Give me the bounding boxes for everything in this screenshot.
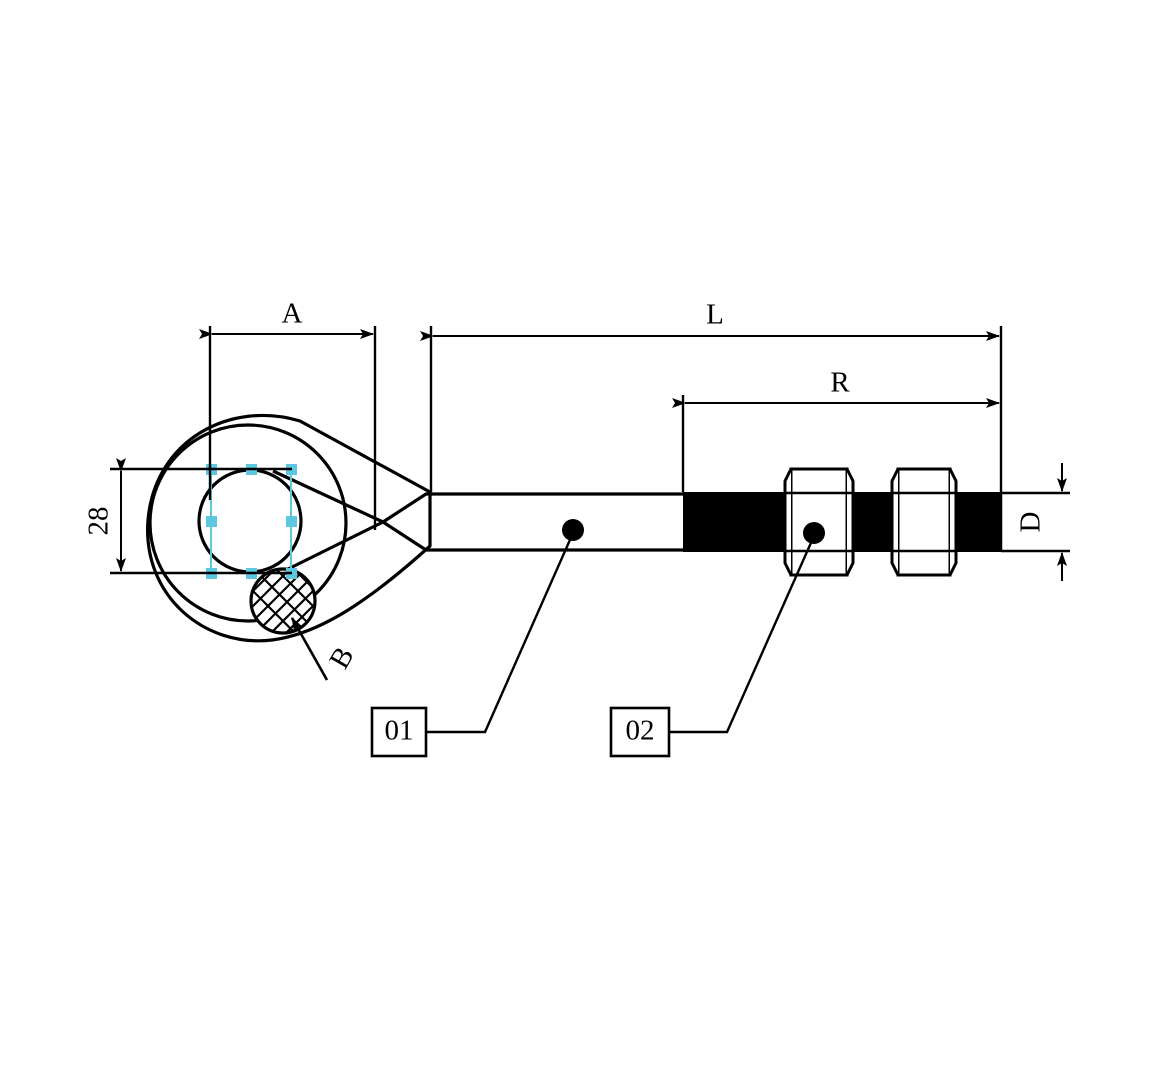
hex-nut-first-body [789,467,849,577]
hex-nut-second-right-chamfer [948,468,958,576]
dimension-a: A [199,298,377,530]
shank-taper-top [382,492,683,524]
hex-nut-first [783,467,855,577]
dimension-28: 28 [83,458,292,575]
shank-taper-bottom [382,520,683,552]
dim-r-label: R [830,367,850,399]
selection-rectangle[interactable] [210,468,292,574]
callout-02-target-dot[interactable] [803,522,825,544]
hex-nut-second [890,467,958,577]
section-circle-outline [249,567,317,635]
callout-01[interactable]: 01 [370,519,584,758]
callout-01-target-dot[interactable] [562,519,584,541]
dimension-d: D [1001,463,1070,581]
dimension-r: R [672,367,1000,492]
dim-b-label: B [323,641,360,674]
dimension-l: L [420,299,1003,492]
eye-bolt-geometry [146,413,1003,643]
hex-nut-second-left-chamfer [890,468,900,576]
dim-28-label: 28 [83,507,115,536]
callout-02-label: 02 [626,715,655,747]
callout-01-leader [424,532,575,734]
callout-01-label: 01 [385,715,414,747]
hex-nut-first-right-chamfer [845,468,855,576]
dim-l-label: L [706,299,724,331]
callout-01-box[interactable] [370,706,428,758]
eye-outer-outline [146,413,432,643]
hex-nut-first-left-chamfer [783,468,793,576]
callout-02-leader [670,535,816,734]
eye-outer-circle [148,423,348,623]
hex-nut-second-body [896,467,952,577]
selection-handle-w[interactable] [206,516,217,527]
selection-handle-e[interactable] [286,516,297,527]
section-detail-circle [249,567,317,635]
callout-02-box[interactable] [609,706,671,758]
dim-a-label: A [282,298,303,330]
dim-d-label: D [1015,512,1047,533]
callout-02[interactable]: 02 [609,522,825,758]
dim-b-leader [290,617,329,681]
